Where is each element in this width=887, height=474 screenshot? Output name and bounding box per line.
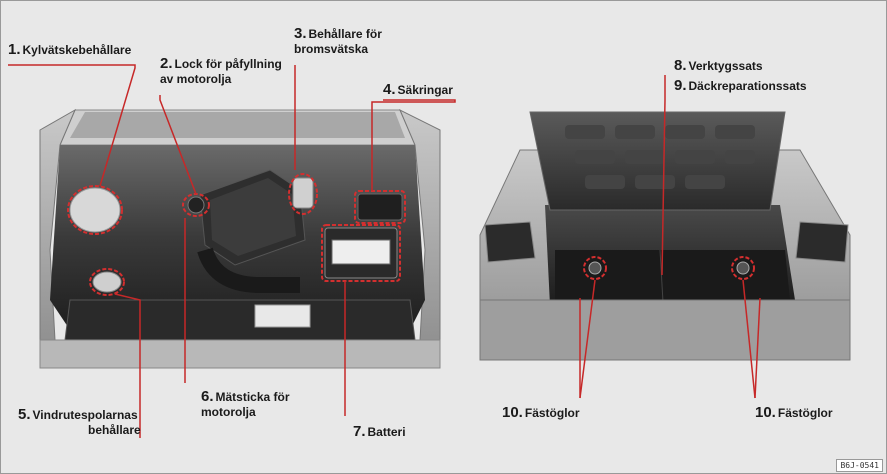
highlight-eye-right — [731, 256, 755, 280]
lashing-eye-right — [736, 261, 750, 275]
leader-2 — [159, 95, 197, 195]
fuse-box — [357, 193, 403, 221]
highlight-eye-left — [583, 256, 607, 280]
brake-fluid-reservoir — [292, 177, 314, 209]
lashing-eye-left — [588, 261, 602, 275]
engine-highlights — [67, 173, 406, 296]
leader-8-9 — [661, 75, 666, 276]
trunk-highlights — [583, 256, 755, 280]
highlight-coolant — [67, 185, 123, 235]
engine-bay-image — [39, 108, 441, 369]
highlight-washer — [89, 268, 125, 296]
label-2-oil-cap: 2.Lock för påfyllning av motorolja — [160, 55, 282, 86]
trunk-image — [479, 111, 851, 361]
oil-filler-cap — [187, 196, 205, 214]
label-8-toolkit: 8.Verktygssats — [674, 57, 763, 74]
tail-light-left — [484, 221, 536, 263]
label-7-battery: 7.Batteri — [353, 423, 406, 440]
figure-code: B6J-0541 — [836, 459, 883, 472]
label-10-lashing-left: 10.Fästöglor — [502, 404, 580, 421]
highlight-fuses — [354, 190, 406, 224]
leader-10a-2 — [579, 279, 596, 399]
trunk-floor — [555, 250, 790, 305]
label-3-brake-fluid: 3.Behållare för bromsvätska — [294, 25, 382, 56]
coolant-reservoir — [69, 187, 121, 233]
leader-4 — [371, 99, 456, 191]
highlight-brake-fluid — [288, 173, 318, 215]
washer-reservoir — [92, 271, 122, 293]
label-1-coolant: 1.Kylvätskebehållare — [8, 41, 132, 58]
label-5-washer: 5.Vindrutespolarnas behållare — [18, 406, 141, 437]
trunk-leader-lines — [579, 75, 761, 399]
leader-10b-1 — [754, 297, 761, 399]
highlight-battery — [321, 224, 401, 282]
leader-10b-2 — [742, 279, 756, 399]
engine-leader-lines — [8, 64, 456, 438]
leader-1 — [8, 64, 136, 187]
label-4-fuses: 4.Säkringar — [383, 81, 453, 98]
label-9-tyre-repair: 9.Däckreparationssats — [674, 77, 807, 94]
label-10-lashing-right: 10.Fästöglor — [755, 404, 833, 421]
tail-light-right — [795, 221, 849, 263]
leader-5 — [114, 293, 141, 438]
label-6-dipstick: 6.Mätsticka för motorolja — [201, 388, 290, 419]
